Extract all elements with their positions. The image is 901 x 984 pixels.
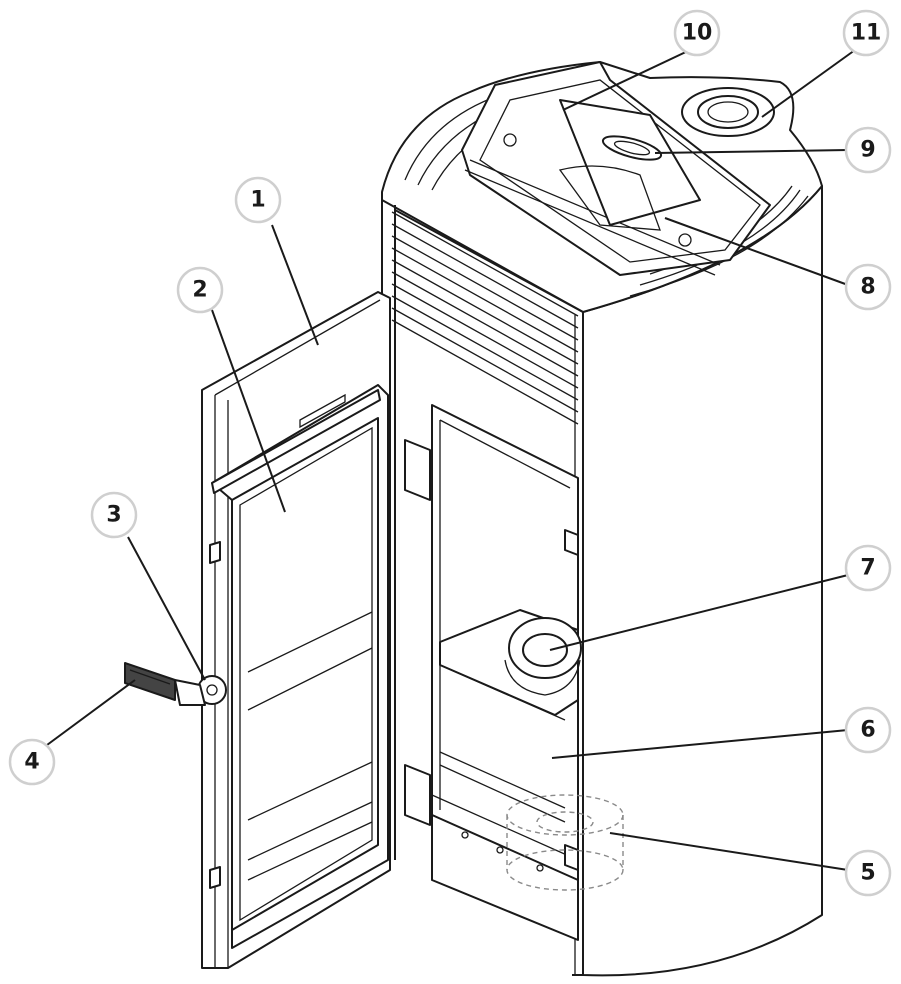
callout-11: 11 [842, 9, 890, 57]
leader-11 [761, 49, 856, 118]
leader-5 [609, 832, 849, 871]
top-hatch [461, 61, 771, 276]
leader-2 [211, 309, 286, 513]
callout-7: 7 [844, 544, 892, 592]
handle-pivot [197, 675, 227, 705]
callout-5-label: 5 [860, 861, 875, 886]
callout-7-label: 7 [860, 556, 875, 581]
callout-6-label: 6 [860, 718, 875, 743]
leader-9 [654, 149, 849, 154]
leader-3 [127, 536, 206, 681]
top-grille [391, 211, 579, 425]
leader-lines [46, 49, 856, 871]
callout-6: 6 [844, 706, 892, 754]
callout-1: 1 [234, 176, 282, 224]
callout-5: 5 [844, 849, 892, 897]
callout-1-label: 1 [250, 188, 265, 213]
callout-4-label: 4 [24, 750, 39, 775]
callout-3: 3 [90, 491, 138, 539]
callout-9: 9 [844, 126, 892, 174]
callout-11-label: 11 [851, 21, 882, 46]
callout-2: 2 [176, 266, 224, 314]
callout-10-label: 10 [682, 21, 713, 46]
callout-4: 4 [8, 738, 56, 786]
callout-8-label: 8 [860, 275, 875, 300]
door-handle [124, 662, 206, 706]
callout-2-label: 2 [192, 278, 207, 303]
callout-3-label: 3 [106, 503, 121, 528]
leader-7 [549, 574, 849, 651]
callout-9-label: 9 [860, 138, 875, 163]
leader-1 [271, 224, 319, 346]
leader-10 [562, 49, 691, 111]
door [124, 291, 391, 969]
combustion-chamber [431, 404, 582, 941]
leader-8 [664, 217, 849, 286]
callout-8: 8 [844, 263, 892, 311]
leader-4 [46, 679, 136, 746]
stove-body [381, 61, 823, 977]
hidden-component [506, 794, 624, 891]
leader-6 [551, 729, 849, 759]
callout-10: 10 [673, 9, 721, 57]
flue-outlet [681, 87, 775, 137]
